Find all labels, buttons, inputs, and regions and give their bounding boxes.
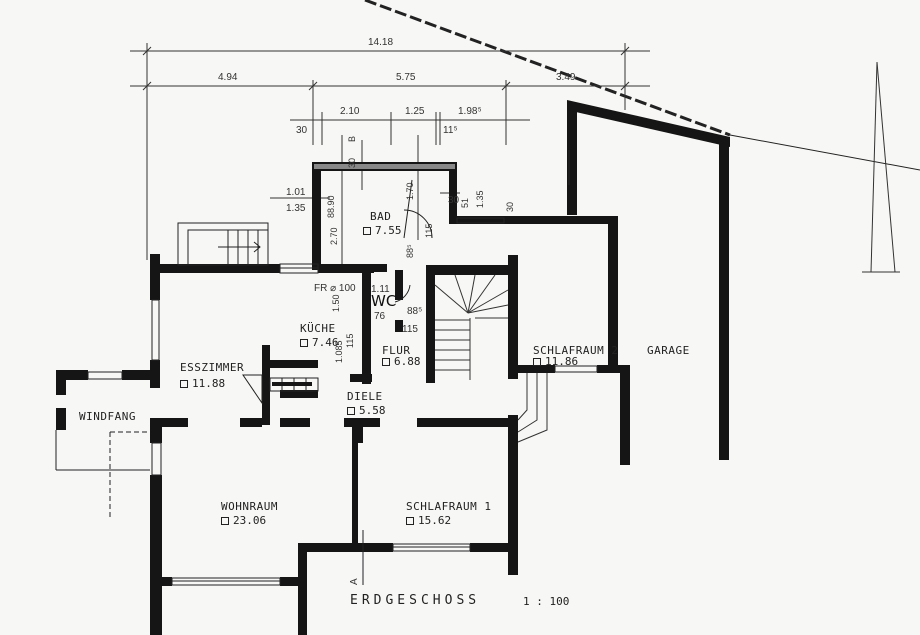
dim-seg-3: 3.49 [556,72,576,83]
north-arrow-icon [862,61,900,273]
section-marker-a: A [349,578,360,585]
room-kueche-label: KÜCHE [300,322,336,335]
dim-30: 30 [296,125,308,136]
cellar-steps [517,373,548,443]
interior-stair [434,274,509,380]
dim-111: 1.11 [371,284,390,295]
dim-b-mark: B [347,135,357,142]
room-esszimmer-area: 11.88 [180,377,225,390]
room-bad-label: BAD [370,210,392,223]
dim-270: 2.70 [329,227,339,245]
dim-30-far: 30 [505,201,515,212]
dim-bath-1: 2.10 [340,106,360,117]
dim-seg-2: 5.75 [396,72,416,83]
room-kueche-area: 7.46 [300,336,339,349]
plan-title: ERDGESCHOSS [350,593,481,608]
room-flur-label: FLUR [382,344,411,357]
property-line [364,0,920,171]
dim-115-door: 115 [424,223,434,238]
dim-115c: 115 [345,333,355,348]
dim-135: 1.35 [286,203,306,214]
dim-885b: 88⁵ [407,306,423,317]
dim-seg-1: 4.94 [218,72,238,83]
door-swings [394,179,433,303]
dim-51: 51 [460,197,470,208]
dim-bath-3: 1.98⁵ [458,106,482,117]
entry-steps [177,222,269,266]
dim-101: 1.01 [286,187,306,198]
dim-30-right: 30 [448,195,460,206]
dim-885: 88⁵ [405,244,415,258]
room-diele-label: DIELE [347,390,383,403]
room-wohnraum-area: 23.06 [221,514,266,527]
dim-170: 1.70 [405,182,415,200]
dim-30-bad: 30 [347,157,357,168]
room-wohnraum-label: WOHNRAUM [221,500,278,513]
stove-counter [242,374,319,405]
dim-fr: FR ⌀ 100 [314,283,356,294]
dim-bath-2: 1.25 [405,106,425,117]
dim-135b: 1.35 [475,190,485,208]
dim-115-top: 11⁵ [443,125,458,136]
room-windfang-label: WINDFANG [79,410,136,423]
room-schlafraum1-area: 15.62 [406,514,451,527]
windows [87,150,598,586]
room-flur-area: 6.88 [382,355,421,368]
dim-150: 1.50 [331,294,341,312]
room-garage-label: GARAGE [647,344,690,357]
arrow-indicator [272,382,312,386]
walls [56,100,730,635]
room-schlafraum2-area: 11.86 [533,355,578,368]
room-schlafraum2-label: SCHLAFRAUM 2 [533,344,619,357]
dim-overall: 14.18 [368,37,394,48]
dim-76: 76 [374,311,386,322]
dim-115b: 115 [402,324,418,335]
room-wc-label: WC [371,292,397,310]
room-schlafraum1-label: SCHLAFRAUM 1 [406,500,492,513]
room-esszimmer-label: ESSZIMMER [180,361,245,374]
windfang-outline [55,430,150,520]
dim-8890: 88.90 [326,195,336,218]
room-diele-area: 5.58 [347,404,386,417]
plan-scale: 1 : 100 [523,595,570,608]
room-bad-area: 7.55 [363,224,402,237]
